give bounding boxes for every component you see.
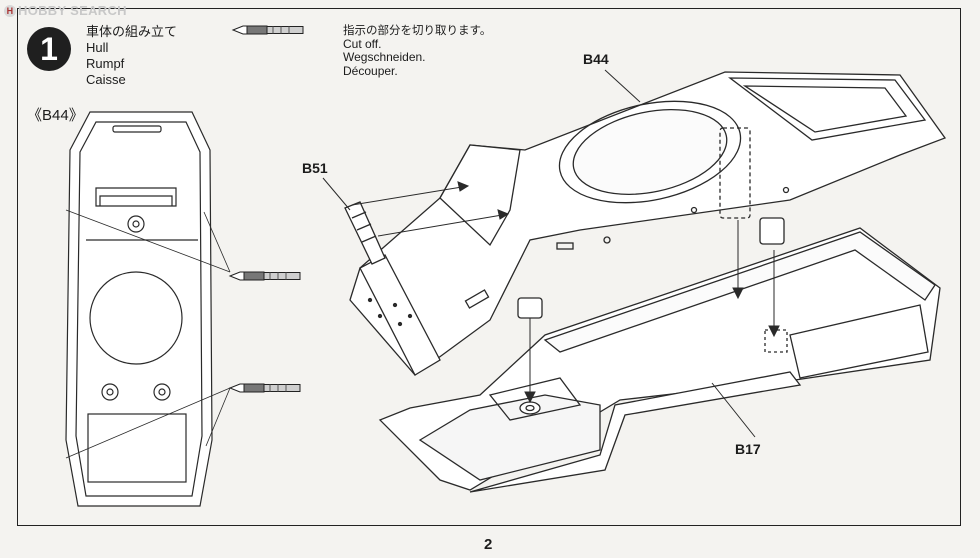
b17-lower-hull: [378, 227, 941, 493]
b44-top-view: [65, 111, 231, 507]
step-title-jp: 車体の組み立て: [86, 25, 178, 40]
page-number: 2: [484, 536, 493, 553]
step-number-badge: 1: [27, 27, 71, 71]
b17-label: B17: [735, 441, 761, 457]
cut-off-note: 指示の部分を切り取ります。 Cut off. Wegschneiden. Déc…: [343, 23, 492, 78]
cut-note-jp: 指示の部分を切り取ります。: [343, 23, 492, 37]
step-title: 車体の組み立て Hull Rumpf Caisse: [86, 21, 177, 88]
watermark-text: HOBBY SEARCH: [18, 3, 127, 18]
cut-note-fr: Découper.: [343, 63, 398, 78]
cut-note-de: Wegschneiden.: [343, 50, 426, 64]
watermark: H HOBBY SEARCH: [4, 3, 127, 18]
b51-part: [344, 201, 386, 265]
knife-cut-lower: [229, 383, 301, 393]
b44-upper-hull: [349, 71, 947, 376]
cut-note-en: Cut off.: [343, 36, 382, 51]
assembly-arrows: [322, 69, 780, 438]
instruction-frame: [17, 8, 961, 526]
b44-detail-label: 《B44》: [27, 107, 84, 124]
step-title-fr: Caisse: [86, 72, 126, 87]
knife-cut-upper: [229, 271, 301, 281]
step-title-de: Rumpf: [86, 56, 125, 71]
hobby-knife-icon: [232, 25, 304, 35]
step-title-en: Hull: [86, 40, 109, 55]
watermark-logo-icon: H: [4, 4, 16, 17]
b44-label: B44: [583, 51, 609, 67]
b51-label: B51: [302, 160, 328, 176]
